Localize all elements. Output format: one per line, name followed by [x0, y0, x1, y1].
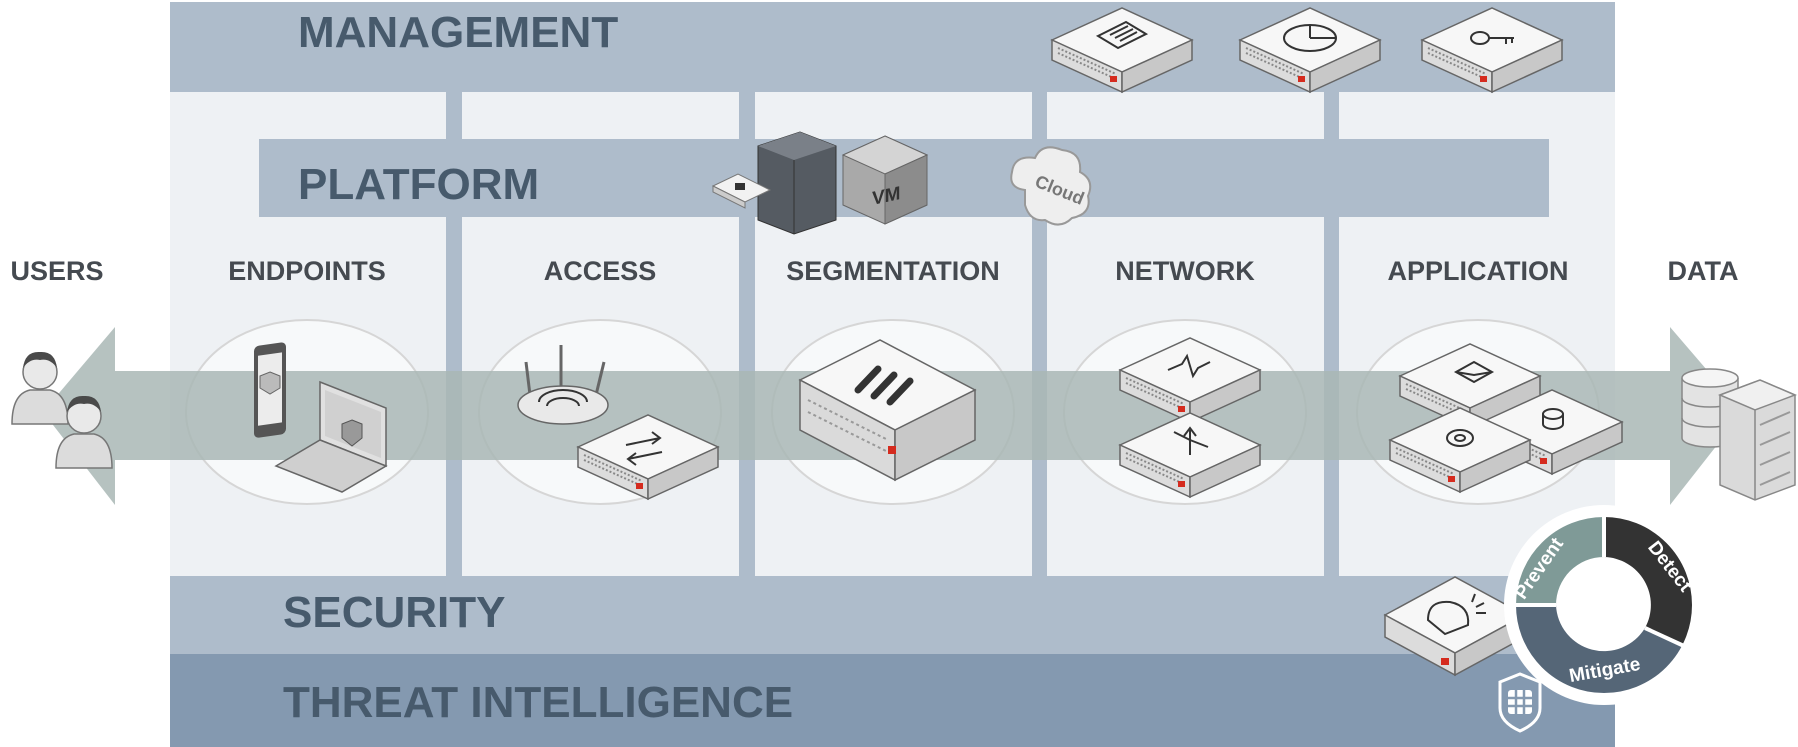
- network-devices: [1119, 337, 1261, 498]
- chassis-icon: [711, 131, 837, 235]
- access-devices: [517, 345, 719, 500]
- prevent-detect-mitigate-cycle: [1504, 505, 1704, 705]
- threat-intelligence-label: THREAT INTELLIGENCE: [283, 678, 794, 727]
- cycle-mitigate-segment: [1514, 605, 1684, 695]
- bug-alert-icon: [1426, 593, 1486, 636]
- management-label: MANAGEMENT: [298, 8, 619, 57]
- fortinet-shield-icon: [1498, 672, 1542, 733]
- security-band: [170, 576, 1615, 654]
- platform-icons: [711, 131, 1092, 235]
- database-small-icon: [1542, 408, 1564, 430]
- mail-icon: [1453, 360, 1495, 384]
- vm-icon: [841, 135, 929, 225]
- laptop-icon: [274, 380, 388, 493]
- gear-web-icon: [1446, 429, 1474, 447]
- phone-icon: [254, 342, 286, 438]
- wifi-access-point-icon: [517, 345, 609, 425]
- fortinet-logo-icon: [854, 365, 914, 406]
- pie-chart-icon: [1283, 24, 1337, 52]
- application-devices: [1389, 343, 1623, 493]
- data-label: DATA: [1667, 256, 1739, 286]
- pulse-icon: [1167, 353, 1211, 379]
- segmentation-firewall: [798, 339, 977, 482]
- platform-label: PLATFORM: [298, 160, 540, 209]
- server-rack-icon: [1717, 379, 1798, 501]
- security-label: SECURITY: [283, 588, 506, 637]
- threat-intelligence-band: [170, 654, 1615, 747]
- application-label: APPLICATION: [1387, 256, 1569, 286]
- cloud-icon: [1010, 146, 1092, 226]
- network-label: NETWORK: [1115, 256, 1255, 286]
- endpoint-devices: [254, 342, 388, 493]
- clipboard-icon: [1095, 20, 1149, 50]
- cycle-prevent-segment: [1514, 515, 1604, 605]
- access-label: ACCESS: [543, 256, 657, 286]
- management-appliances: [1051, 7, 1563, 93]
- key-icon: [1470, 31, 1514, 45]
- switch-arrows-icon: [625, 431, 663, 466]
- routing-icon: [1173, 426, 1209, 455]
- segmentation-label: SEGMENTATION: [786, 256, 1000, 286]
- endpoints-label: ENDPOINTS: [228, 256, 386, 286]
- users-label: USERS: [10, 256, 104, 286]
